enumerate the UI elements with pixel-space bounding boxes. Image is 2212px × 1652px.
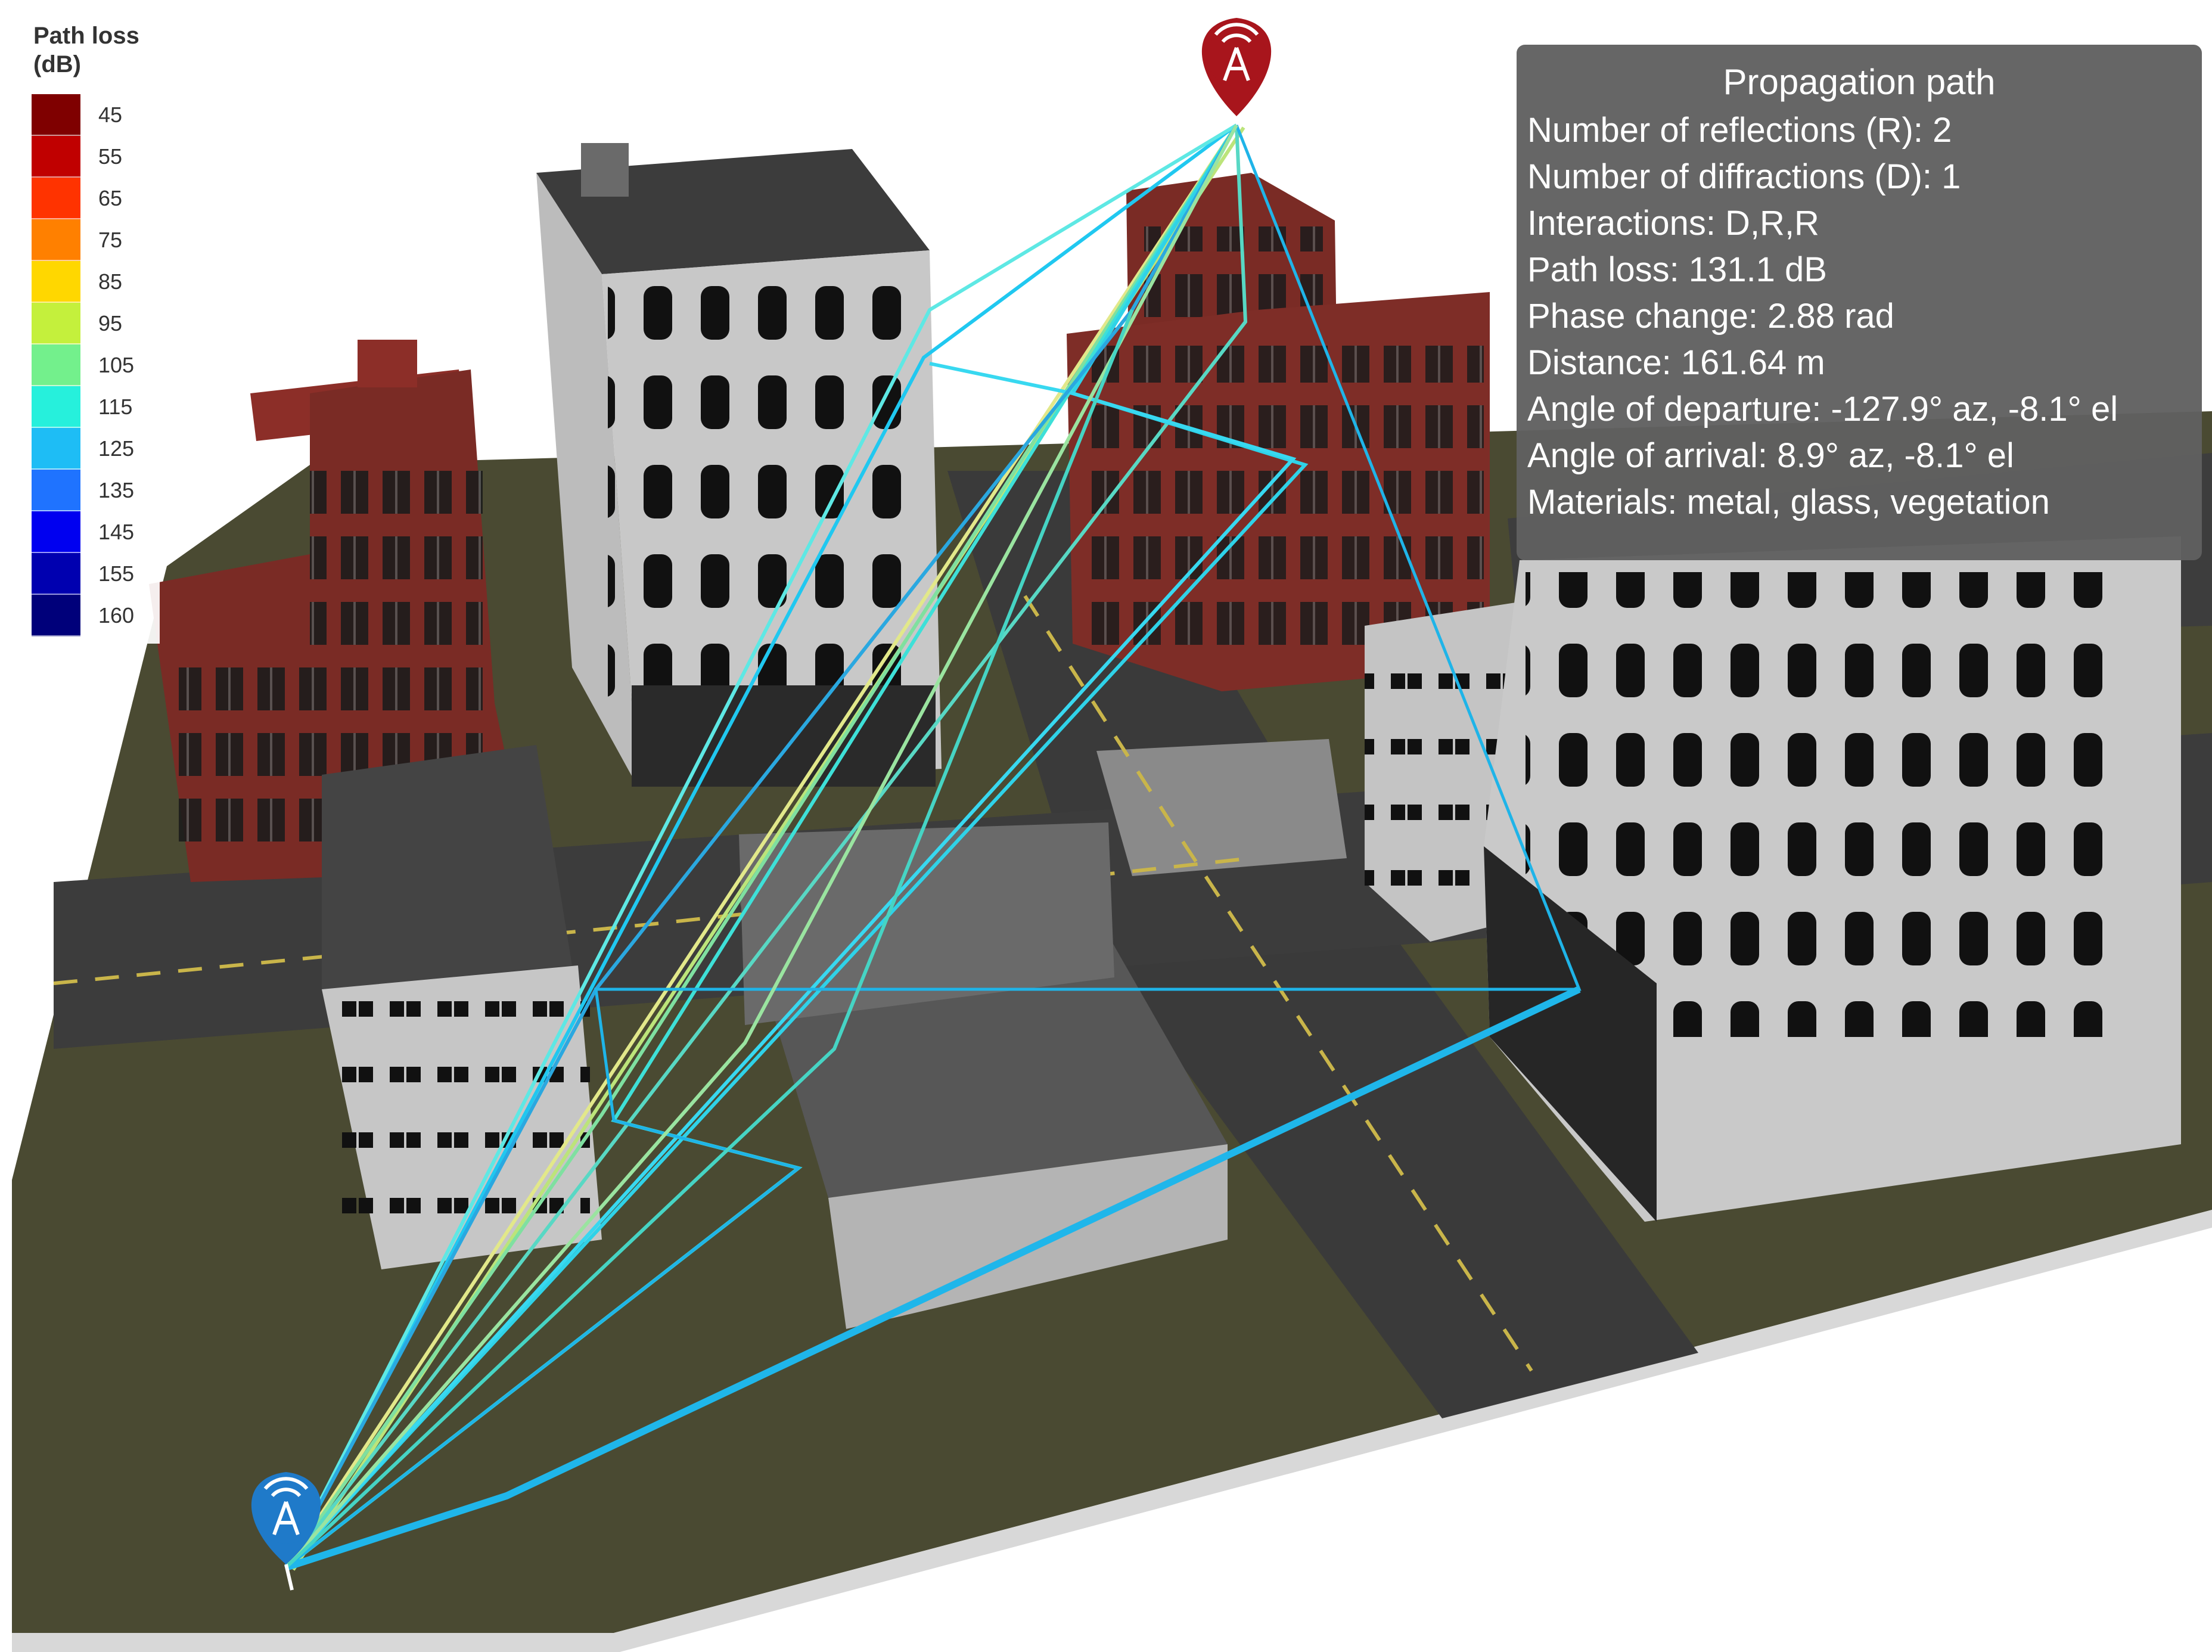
legend-item: 145 <box>32 511 157 553</box>
red-building-left-windows-2 <box>179 667 310 846</box>
ray-path <box>284 124 1238 1569</box>
red-building-back-2-windows <box>1079 346 1484 656</box>
legend-item: 105 <box>32 344 157 386</box>
legend-value: 125 <box>98 436 135 461</box>
info-angle-departure: Angle of departure: -127.9° az, -8.1° el <box>1527 390 2118 428</box>
sidewalk <box>1096 739 1347 876</box>
receiver-marker[interactable] <box>251 1472 321 1591</box>
legend-title-line2: (dB) <box>33 51 81 77</box>
antenna-icon <box>263 1477 309 1536</box>
legend-swatch <box>32 178 80 219</box>
ray-path <box>284 124 1238 1569</box>
legend-item: 95 <box>32 303 157 344</box>
white-tower-windows <box>608 256 930 697</box>
legend-item: 115 <box>32 386 157 428</box>
info-angle-arrival: Angle of arrival: 8.9° az, -8.1° el <box>1527 436 2014 475</box>
transmitter-marker[interactable] <box>1201 18 1272 116</box>
info-distance: Distance: 161.64 m <box>1527 343 1825 382</box>
info-panel-title: Propagation path <box>1723 62 1996 102</box>
legend-item: 85 <box>32 261 157 303</box>
legend-value: 85 <box>98 269 123 294</box>
legend-item: 160 <box>32 595 157 636</box>
info-interactions: Interactions: D,R,R <box>1527 204 1819 243</box>
legend-item: 55 <box>32 136 157 178</box>
legend-item: 135 <box>32 470 157 511</box>
legend-value: 115 <box>98 395 133 419</box>
legend-swatch <box>32 553 80 595</box>
white-tower-roof <box>536 149 930 274</box>
legend-value: 65 <box>98 186 123 210</box>
legend-swatch <box>32 428 80 470</box>
ray-path <box>284 124 1238 1569</box>
center-building-front <box>828 1144 1228 1329</box>
legend-value: 75 <box>98 228 123 252</box>
legend-item: 45 <box>32 94 157 136</box>
legend-swatch <box>32 344 80 386</box>
red-building-left-chimney <box>358 340 417 387</box>
legend-value: 145 <box>98 520 135 544</box>
ray-path <box>285 125 1582 1569</box>
legend-value: 45 <box>98 103 123 127</box>
legend-swatch <box>32 511 80 553</box>
legend-swatch <box>32 219 80 261</box>
legend-swatch <box>32 94 80 136</box>
ray-path <box>284 123 1238 1569</box>
legend-value: 155 <box>98 561 135 586</box>
path-loss-legend: Path loss (dB) 45 55 65 75 85 95 105 115 125 135 1… <box>23 18 160 644</box>
white-building-low-left-windows <box>328 977 590 1216</box>
legend-value: 135 <box>98 478 135 502</box>
info-diffractions: Number of diffractions (D): 1 <box>1527 157 1961 196</box>
legend-swatch <box>32 261 80 303</box>
propagation-rays <box>284 123 1582 1571</box>
legend-swatch <box>32 470 80 511</box>
selected-ray-path <box>285 986 1581 1571</box>
legend-item: 75 <box>32 219 157 261</box>
legend-swatch <box>32 303 80 344</box>
white-tower-lobby <box>632 685 936 787</box>
propagation-path-info-panel: Propagation path Number of reflections (… <box>1517 45 2202 560</box>
info-reflections: Number of reflections (R): 2 <box>1527 111 1952 150</box>
white-tower-penthouse <box>581 143 629 197</box>
white-building-large-lobby <box>1484 846 1657 1222</box>
legend-swatch <box>32 595 80 636</box>
legend-swatch <box>32 386 80 428</box>
ray-path <box>284 124 1238 1569</box>
antenna-icon <box>1214 23 1259 82</box>
legend-value: 55 <box>98 144 123 169</box>
info-phase-change: Phase change: 2.88 rad <box>1527 297 1894 336</box>
ray-path <box>284 309 1134 1569</box>
white-building-low-left-roof <box>322 745 572 989</box>
legend-title: Path loss (dB) <box>33 21 139 79</box>
ray-path <box>284 125 1248 1569</box>
info-path-loss: Path loss: 131.1 dB <box>1527 250 1827 289</box>
legend-value: 95 <box>98 311 123 336</box>
legend-swatch <box>32 136 80 178</box>
ray-path <box>284 123 1238 1569</box>
legend-title-line1: Path loss <box>33 23 139 49</box>
ray-path <box>284 362 1297 1569</box>
road-centerline <box>1023 595 1533 1372</box>
legend-value: 160 <box>98 603 135 628</box>
legend-item: 155 <box>32 553 157 595</box>
info-materials: Materials: metal, glass, vegetation <box>1527 483 2050 521</box>
legend-value: 105 <box>98 353 135 377</box>
legend-item: 125 <box>32 428 157 470</box>
legend-item: 65 <box>32 178 157 219</box>
